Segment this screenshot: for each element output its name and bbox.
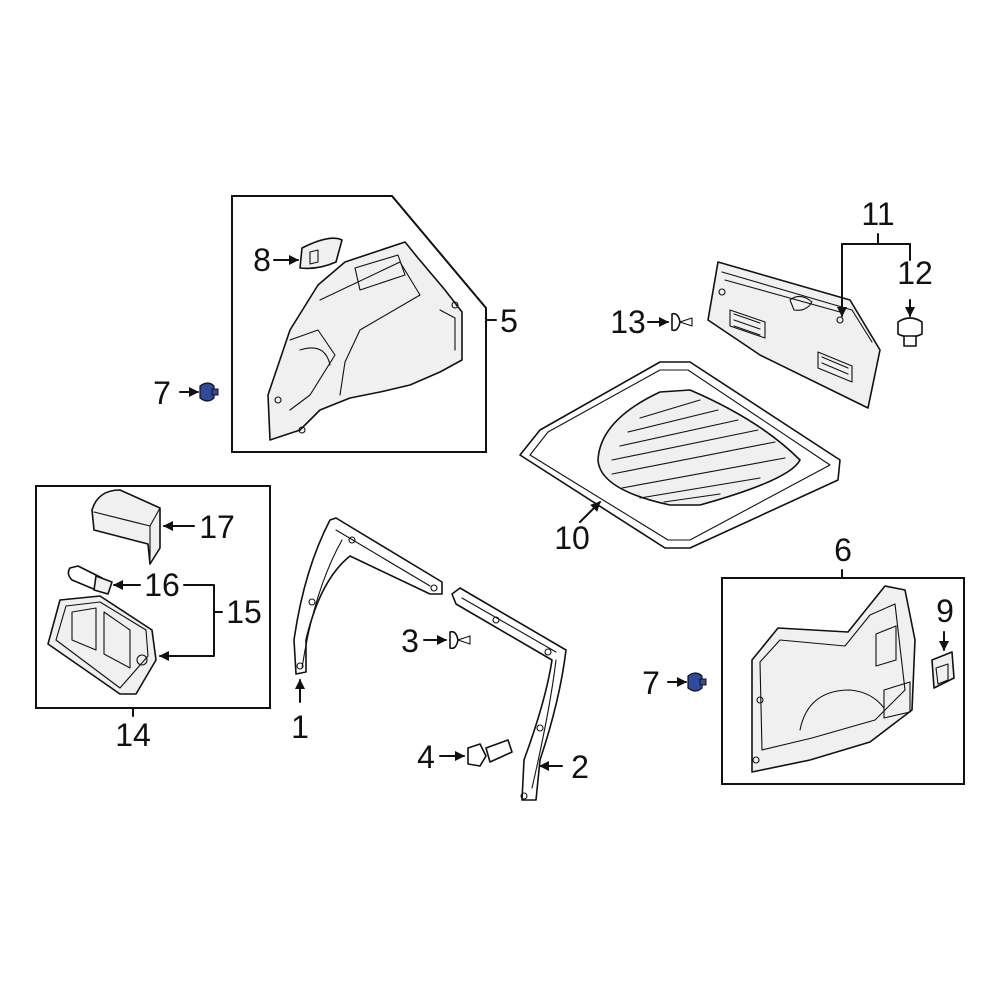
callout-14: 14: [115, 717, 151, 753]
part-12-push-clip[interactable]: [897, 299, 923, 347]
part-16-bulb[interactable]: [67, 565, 113, 595]
callout-7-left: 7: [153, 375, 171, 411]
part-7-clip-left[interactable]: [179, 382, 219, 402]
part-5-trim-panel[interactable]: [267, 241, 463, 441]
callout-11: 11: [861, 196, 894, 232]
part-5-frame: [231, 195, 487, 453]
callout-10: 10: [554, 520, 590, 556]
callout-6: 6: [834, 532, 852, 568]
part-14-frame: [35, 485, 271, 709]
callout-16: 16: [144, 567, 180, 603]
part-1-trim-strip[interactable]: [293, 517, 443, 675]
callout-13: 13: [610, 304, 646, 340]
part-9-cover[interactable]: [931, 651, 955, 689]
part-11-sill-trim[interactable]: [707, 261, 881, 409]
callout-2: 2: [571, 749, 589, 785]
part-13-push-pin[interactable]: [647, 312, 693, 332]
part-15-housing[interactable]: [47, 595, 157, 695]
callout-7-right: 7: [642, 665, 660, 701]
part-4-bolt[interactable]: [439, 739, 513, 767]
part-3-push-pin[interactable]: [423, 630, 471, 650]
callout-5: 5: [500, 303, 518, 339]
callout-4: 4: [417, 739, 435, 775]
callout-15: 15: [226, 594, 262, 630]
part-6-group: 9: [721, 569, 965, 785]
part-7-clip-right[interactable]: [667, 672, 707, 692]
callout-9: 9: [936, 593, 954, 629]
callout-3: 3: [401, 623, 419, 659]
callout-10-arrow: [579, 501, 601, 523]
callout-12: 12: [897, 255, 933, 291]
part-17-lens[interactable]: [91, 489, 161, 565]
callout-1: 1: [291, 709, 309, 745]
callout-17: 17: [199, 509, 235, 545]
part-5-group: 8 5: [231, 195, 518, 453]
part-14-group: 17 16 15: [35, 485, 271, 717]
part-2-trim-strip[interactable]: [451, 587, 567, 801]
part-6-trim-panel[interactable]: [751, 585, 916, 773]
part-8-cover-plate[interactable]: [299, 237, 343, 270]
callout-8: 8: [253, 242, 271, 278]
